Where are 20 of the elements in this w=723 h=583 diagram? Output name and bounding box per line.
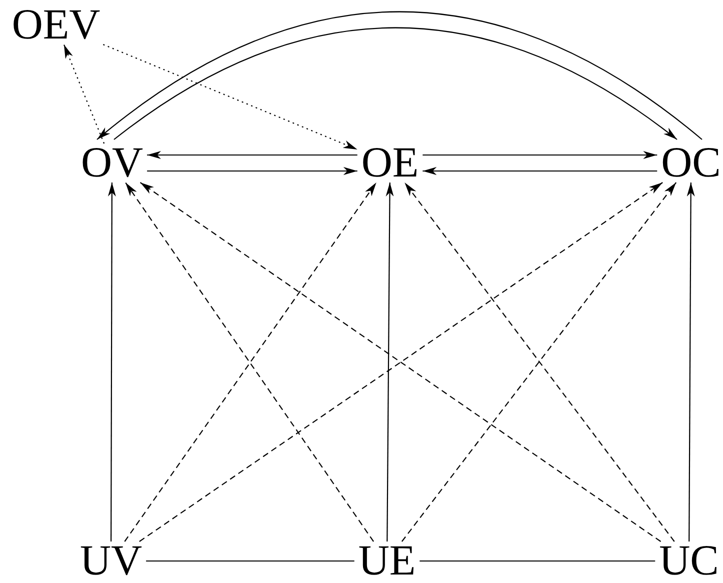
arrow (422, 151, 658, 159)
node-label: UE (358, 540, 416, 582)
arrow (96, 11, 702, 140)
arrow (686, 182, 695, 542)
arrow (386, 182, 394, 542)
arrow (147, 167, 358, 175)
node-label: OV (80, 142, 144, 184)
node-label: UV (80, 540, 142, 582)
arrow (108, 182, 116, 542)
arrow (102, 44, 358, 150)
node-label: OC (661, 142, 721, 184)
arrow (147, 151, 358, 159)
connector-line (146, 560, 354, 562)
node-label: UC (659, 540, 719, 582)
connector-line (420, 560, 656, 562)
arrow (422, 167, 658, 175)
node-label: OEV (12, 4, 100, 46)
arrow (114, 27, 678, 140)
arrow (63, 44, 105, 144)
node-label: OE (361, 142, 419, 184)
